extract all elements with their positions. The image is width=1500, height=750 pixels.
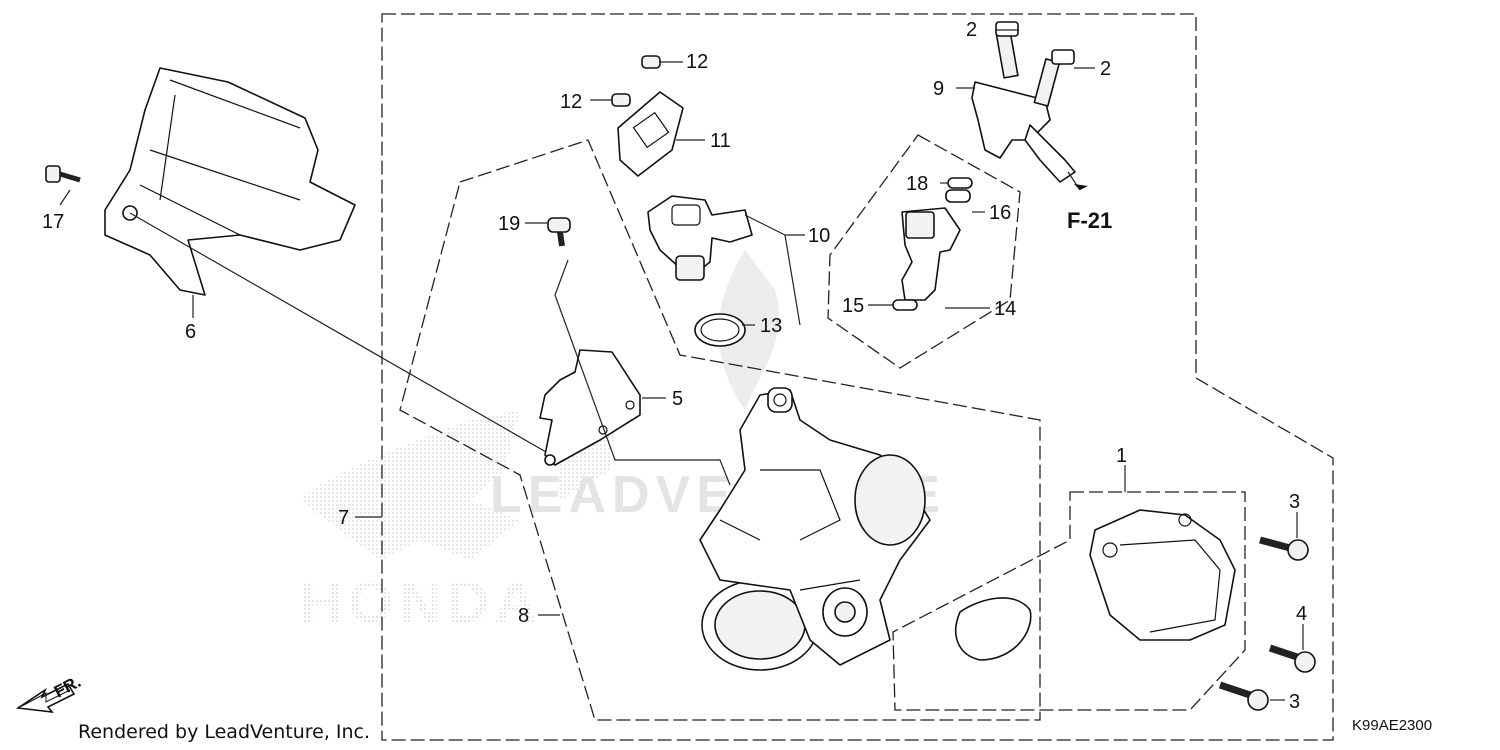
- callout-12-top: 12: [686, 51, 708, 73]
- sensor-10: [647, 195, 753, 281]
- ring-15: [892, 299, 918, 311]
- bolt-3a: [1259, 536, 1309, 561]
- plate-11: [617, 91, 684, 177]
- callout-18: 18: [906, 173, 928, 195]
- sensor-group-boundary: [892, 491, 1246, 711]
- throttle-body: [699, 387, 931, 671]
- bolt-3b: [1218, 681, 1269, 711]
- fuel-pipe-9: [971, 21, 1076, 183]
- diagram-code: K99AE2300: [1352, 717, 1432, 734]
- callout-10: 10: [808, 225, 830, 247]
- injector-14: [892, 177, 973, 311]
- callout-8: 8: [518, 605, 529, 627]
- callout-17: 17: [42, 211, 64, 233]
- leader-lines: [59, 29, 1304, 701]
- callout-7: 7: [338, 507, 349, 529]
- callout-19: 19: [498, 213, 520, 235]
- callout-5: 5: [672, 388, 683, 410]
- reference-f21: F-21: [1067, 208, 1112, 233]
- callout-3-top: 3: [1289, 491, 1300, 513]
- leader-6-5: [129, 212, 561, 461]
- throttle-body-group-boundary: [399, 139, 1041, 721]
- callout-2-right: 2: [1100, 58, 1111, 80]
- callout-11: 11: [710, 130, 731, 152]
- screw-19: [547, 217, 571, 247]
- callout-12-left: 12: [560, 91, 582, 113]
- callout-9: 9: [933, 78, 944, 100]
- callout-16: 16: [989, 202, 1011, 224]
- honda-watermark-text: HONDA: [300, 570, 543, 635]
- callout-6: 6: [185, 321, 196, 343]
- callout-13: 13: [760, 315, 782, 337]
- ring-16: [945, 189, 971, 203]
- air-guide-cover: [104, 67, 356, 296]
- bracket-5: [539, 349, 641, 466]
- ring-18: [947, 177, 973, 189]
- callout-2-top: 2: [966, 19, 977, 41]
- callout-15: 15: [842, 295, 864, 317]
- screw-12a: [641, 55, 661, 69]
- bolt-4: [1268, 644, 1316, 673]
- callout-14: 14: [994, 298, 1016, 320]
- sensor-unit-1: [1089, 509, 1236, 641]
- gasket: [955, 597, 1032, 661]
- callout-4: 4: [1296, 603, 1307, 625]
- assembly-boundary: [381, 13, 1334, 741]
- injector-group-boundary: [827, 134, 1021, 369]
- screw-12b: [611, 93, 631, 107]
- callout-3-bottom: 3: [1289, 691, 1300, 713]
- front-direction-marker: FR.: [15, 672, 84, 714]
- render-credit: Rendered by LeadVenture, Inc.: [78, 721, 370, 743]
- callout-1: 1: [1116, 445, 1127, 467]
- bolt-17: [45, 165, 81, 183]
